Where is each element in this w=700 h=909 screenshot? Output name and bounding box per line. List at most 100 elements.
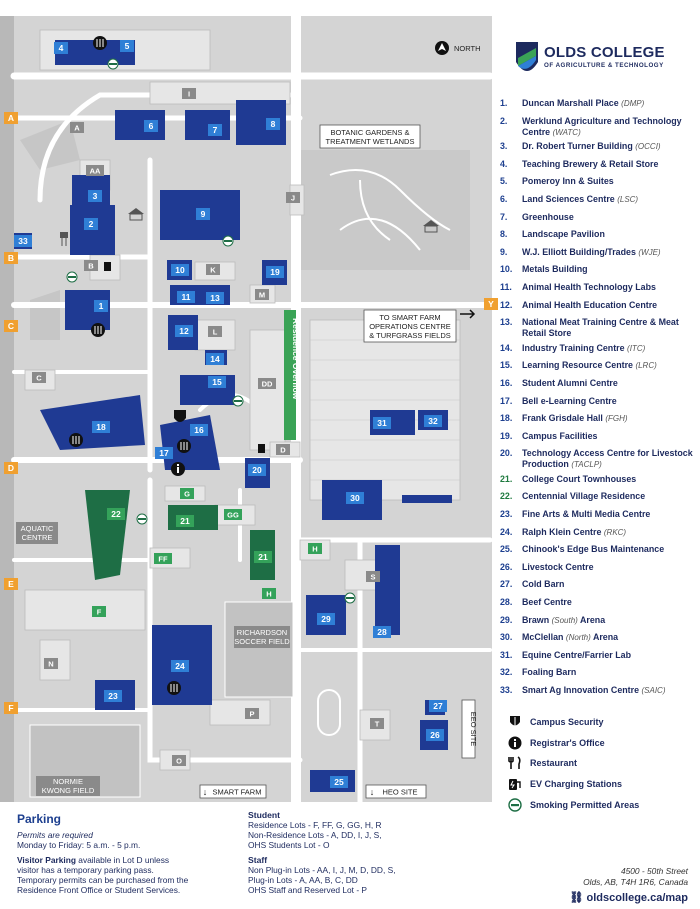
building-abbreviation: (SAIC) <box>641 686 666 695</box>
badge-10: 10 <box>171 264 189 276</box>
legend-building-row: 7.Greenhouse <box>500 212 698 230</box>
botanic-gardens-label: BOTANIC GARDENS & TREATMENT WETLANDS <box>319 124 421 149</box>
ev-charging-icon <box>258 444 265 453</box>
legend-building-name: Greenhouse <box>522 212 698 223</box>
svg-text:13: 13 <box>210 293 220 303</box>
badge-22: 22 <box>107 508 125 520</box>
visitor-parking-text: available in Lot D unless <box>75 855 170 865</box>
legend-building-row: 24.Ralph Klein Centre (RKC) <box>500 527 698 545</box>
legend-building-name: Land Sciences Centre (LSC) <box>522 194 698 205</box>
grid-marker-D: D <box>4 462 18 474</box>
info-icon <box>171 462 185 476</box>
legend-ev: EV Charging Stations <box>508 774 698 795</box>
badge-26: 26 <box>426 729 444 741</box>
legend-building-row: 19.Campus Facilities <box>500 431 698 449</box>
restaurant-icon <box>93 36 107 50</box>
badge-25: 25 <box>330 776 348 788</box>
svg-text:FF: FF <box>158 555 168 564</box>
legend-building-row: 26.Livestock Centre <box>500 562 698 580</box>
badge-28: 28 <box>373 626 391 638</box>
svg-text:TREATMENT WETLANDS: TREATMENT WETLANDS <box>326 137 415 146</box>
legend-building-name: Bell e-Learning Centre <box>522 396 698 407</box>
legend-restaurant: Restaurant <box>508 753 698 774</box>
website-link[interactable]: ⛓ oldscollege.ca/map <box>569 891 688 904</box>
legend-building-number: 2. <box>500 115 508 126</box>
restaurant-icon <box>177 439 191 453</box>
building-name-text: Student Alumni Centre <box>522 377 618 388</box>
legend-building-row: 2. Werklund Agriculture and Technology Ce… <box>500 116 698 142</box>
svg-text:1: 1 <box>99 301 104 311</box>
legend-building-row: 30. McClellan (North) Arena <box>500 632 698 650</box>
legend-building-number: 5. <box>500 176 508 187</box>
building-name-text: Learning Resource Centre <box>522 360 633 371</box>
building-name-text: Pomeroy Inn & Suites <box>522 176 614 187</box>
legend-building-number: 30. <box>500 632 513 643</box>
svg-text:D: D <box>280 446 286 455</box>
legend-building-row: 21.College Court Townhouses <box>500 474 698 492</box>
building-7 <box>185 110 230 140</box>
water-tower-icon <box>60 232 68 246</box>
lot-tag-C: C <box>32 372 46 383</box>
legend-building-number: 18. <box>500 413 513 424</box>
legend-building-name: Werklund Agriculture and Technology Cent… <box>522 116 698 138</box>
gazebo-icon <box>423 220 439 233</box>
legend-building-number: 24. <box>500 526 513 537</box>
legend-building-name: Industry Training Centre (ITC) <box>522 343 698 354</box>
smoking-icon <box>232 395 244 407</box>
info-icon <box>508 736 522 750</box>
building-abbreviation: (ITC) <box>627 343 646 353</box>
legend-registrar-label: Registrar's Office <box>530 737 605 748</box>
student-line: OHS Students Lot - O <box>248 840 330 850</box>
lot-tag-G: G <box>180 488 194 499</box>
svg-text:B: B <box>8 253 14 263</box>
svg-text:BOTANIC GARDENS &: BOTANIC GARDENS & <box>330 128 409 137</box>
svg-text:11: 11 <box>182 292 191 302</box>
building-abbreviation: (North) <box>565 633 591 643</box>
legend-building-row: 31.Equine Centre/Farrier Lab <box>500 650 698 668</box>
building-name-text: Bell e-Learning Centre <box>522 395 617 406</box>
building-name-text: Technology Access Centre for Livestock P… <box>522 448 693 470</box>
building-name-text: Chinook's Edge Bus Maintenance <box>522 544 665 555</box>
legend-building-row: 14.Industry Training Centre (ITC) <box>500 343 698 361</box>
building-name-text: Centennial Village Residence <box>522 491 646 502</box>
legend-building-number: 3. <box>500 141 508 152</box>
badge-5: 5 <box>120 40 134 52</box>
building-legend: 1.Duncan Marshall Place (DMP)2.Werklund … <box>500 98 698 703</box>
badge-29: 29 <box>317 613 335 625</box>
legend-building-name: Foaling Barn <box>522 667 698 678</box>
legend-building-number: 23. <box>500 509 513 520</box>
legend-building-number: 16. <box>500 377 513 388</box>
building-name-text: McClellan <box>522 632 564 643</box>
svg-text:KWONG FIELD: KWONG FIELD <box>42 786 95 795</box>
svg-text:12: 12 <box>179 326 189 336</box>
svg-text:D: D <box>8 463 14 473</box>
legend-building-row: 22.Centennial Village Residence <box>500 491 698 509</box>
badge-2: 2 <box>84 218 98 230</box>
building-name-text: Foaling Barn <box>522 667 577 678</box>
legend-restaurant-label: Restaurant <box>530 758 578 769</box>
legend-building-name: Cold Barn <box>522 579 698 590</box>
logo-tagline: OF AGRICULTURE & TECHNOLOGY <box>544 62 664 69</box>
svg-text:14: 14 <box>210 354 220 364</box>
building-abbreviation: (TACLP) <box>571 460 602 470</box>
badge-8: 8 <box>266 118 280 130</box>
lot-tag-T: T <box>370 718 384 729</box>
badge-7: 7 <box>208 124 222 136</box>
lot-tag-P: P <box>245 708 259 719</box>
grid-marker-F: F <box>4 702 18 714</box>
legend-building-row: 10.Metals Building <box>500 264 698 282</box>
badge-19: 19 <box>266 266 284 278</box>
legend-building-name: National Meat Training Centre & Meat Ret… <box>522 317 698 339</box>
building-name-text: Brawn <box>522 614 550 625</box>
lot-tag-GG: GG <box>224 509 242 520</box>
svg-text:30: 30 <box>350 493 360 503</box>
building-name-text: Frank Grisdale Hall <box>522 413 603 424</box>
legend-building-row: 23.Fine Arts & Multi Media Centre <box>500 509 698 527</box>
badge-9: 9 <box>196 208 210 220</box>
svg-text:31: 31 <box>377 418 387 428</box>
legend-building-name: McClellan (North) Arena <box>522 632 698 643</box>
lot-tag-DD: DD <box>258 378 276 389</box>
legend-smoking-label: Smoking Permitted Areas <box>530 799 640 810</box>
building-name-text: Werklund Agriculture and Technology Cent… <box>522 115 682 137</box>
